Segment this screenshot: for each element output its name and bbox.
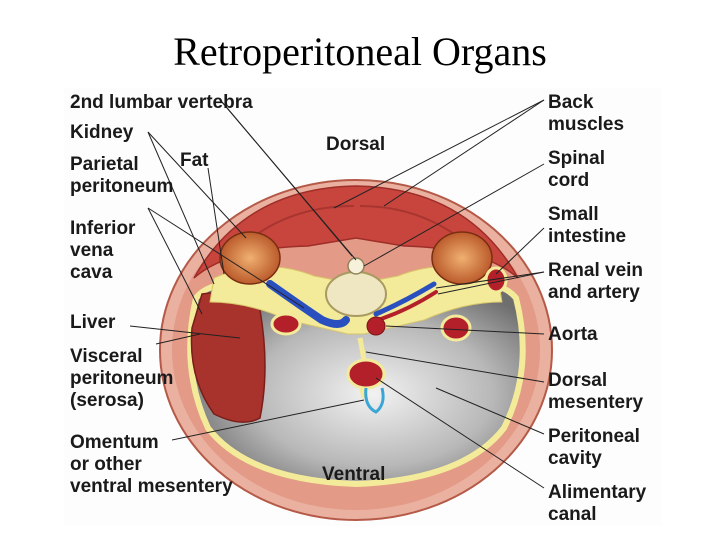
label-back-muscles: Back muscles xyxy=(548,92,625,135)
label-parietal-peritoneum: Parietal peritoneum xyxy=(70,154,174,197)
label-peritoneal-cavity: Peritoneal cavity xyxy=(548,426,640,469)
spinal-cord xyxy=(347,257,365,275)
label-aorta: Aorta xyxy=(548,324,598,345)
label-spinal-cord: Spinal cord xyxy=(548,148,606,191)
small-intestine xyxy=(270,312,302,336)
leader-lines xyxy=(129,99,545,489)
ventral-mesentery xyxy=(364,387,385,414)
abdomen-cross-section-drawing xyxy=(129,99,553,521)
renal-vein xyxy=(373,281,437,317)
back-muscles xyxy=(193,185,519,279)
inferior-vena-cava xyxy=(266,280,350,328)
label-alimentary-canal: Alimentary canal xyxy=(548,482,647,525)
alimentary-canal xyxy=(346,358,386,390)
label-omentum: Omentum or other ventral mesentery xyxy=(70,432,233,497)
label-ventral: Ventral xyxy=(322,464,386,485)
renal-artery xyxy=(376,290,438,322)
label-small-intestine: Small intestine xyxy=(548,204,627,247)
label-renal-vein-artery: Renal vein and artery xyxy=(548,260,644,303)
label-2nd-lumbar-vertebra: 2nd lumbar vertebra xyxy=(70,92,253,113)
label-inferior-vena-cava: Inferior vena cava xyxy=(70,218,136,283)
vertebral-body xyxy=(325,271,387,317)
label-dorsal-mesentery: Dorsal mesentery xyxy=(548,370,644,413)
label-liver: Liver xyxy=(70,312,116,333)
cross-section-figure: 2nd lumbar vertebra Kidney Parietal peri… xyxy=(64,88,662,526)
aorta xyxy=(366,316,386,336)
label-visceral-peritoneum: Visceral peritoneum (serosa) xyxy=(70,346,174,411)
label-dorsal: Dorsal xyxy=(326,134,386,155)
label-fat: Fat xyxy=(180,150,209,171)
label-kidney: Kidney xyxy=(70,122,134,143)
right-kidney xyxy=(431,231,493,285)
slide-title: Retroperitoneal Organs xyxy=(173,29,547,74)
left-kidney xyxy=(219,231,281,285)
